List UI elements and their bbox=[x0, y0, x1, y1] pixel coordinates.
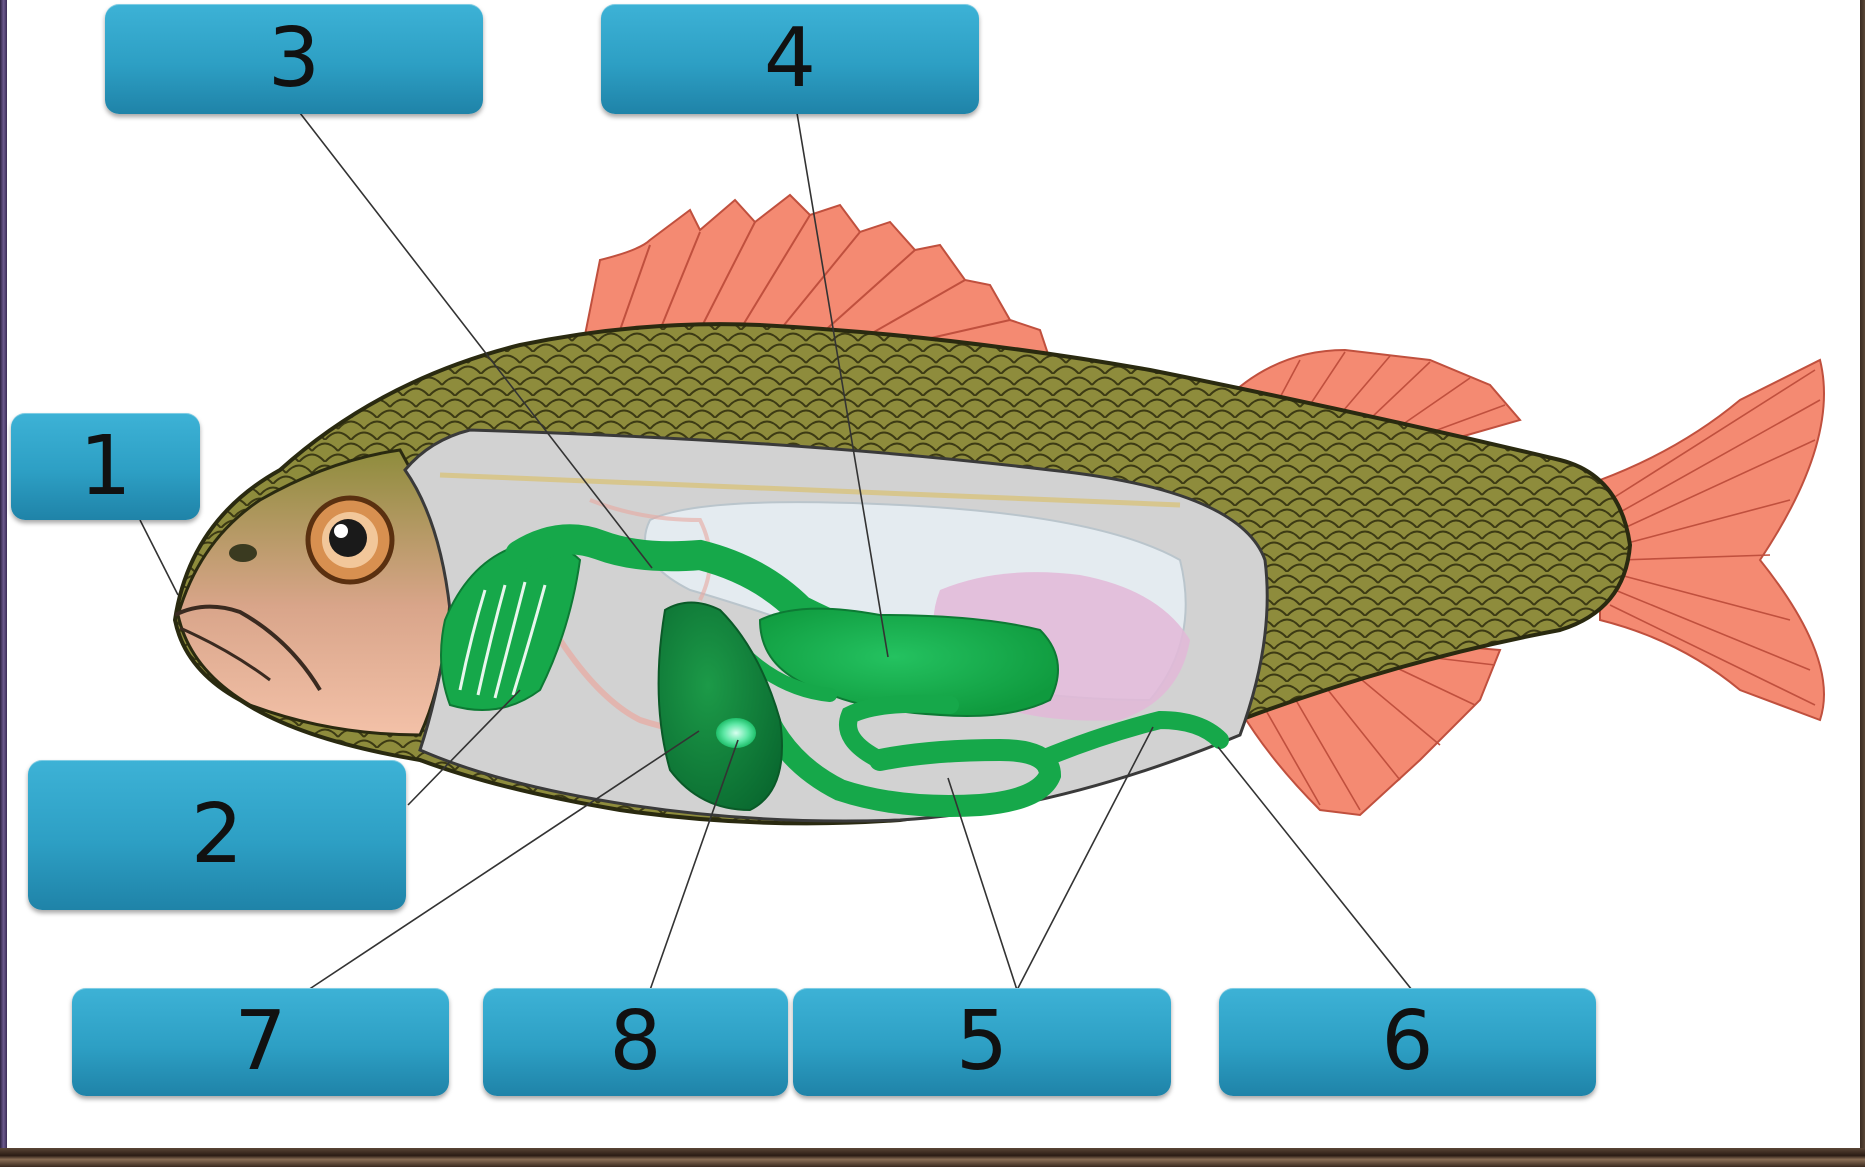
label-number-7: 7 bbox=[234, 1001, 286, 1083]
label-box-5[interactable]: 5 bbox=[793, 988, 1171, 1096]
label-number-2: 2 bbox=[191, 794, 243, 876]
label-box-8[interactable]: 8 bbox=[483, 988, 788, 1096]
label-box-3[interactable]: 3 bbox=[105, 4, 483, 114]
label-box-1[interactable]: 1 bbox=[11, 413, 200, 520]
eye bbox=[308, 498, 392, 582]
label-box-4[interactable]: 4 bbox=[601, 4, 979, 114]
label-number-1: 1 bbox=[79, 426, 131, 508]
label-number-8: 8 bbox=[609, 1001, 661, 1083]
slide-frame-right bbox=[1860, 0, 1865, 1167]
nostril bbox=[229, 544, 257, 562]
label-number-4: 4 bbox=[764, 18, 816, 100]
fish-head bbox=[178, 450, 450, 735]
label-number-3: 3 bbox=[268, 18, 320, 100]
label-box-2[interactable]: 2 bbox=[28, 760, 406, 910]
label-box-7[interactable]: 7 bbox=[72, 988, 449, 1096]
slide-frame-left bbox=[0, 0, 7, 1167]
label-number-6: 6 bbox=[1381, 1001, 1433, 1083]
caudal-fin bbox=[1600, 360, 1824, 720]
label-number-5: 5 bbox=[956, 1001, 1008, 1083]
slide-frame-bottom bbox=[0, 1148, 1865, 1167]
label-box-6[interactable]: 6 bbox=[1219, 988, 1596, 1096]
